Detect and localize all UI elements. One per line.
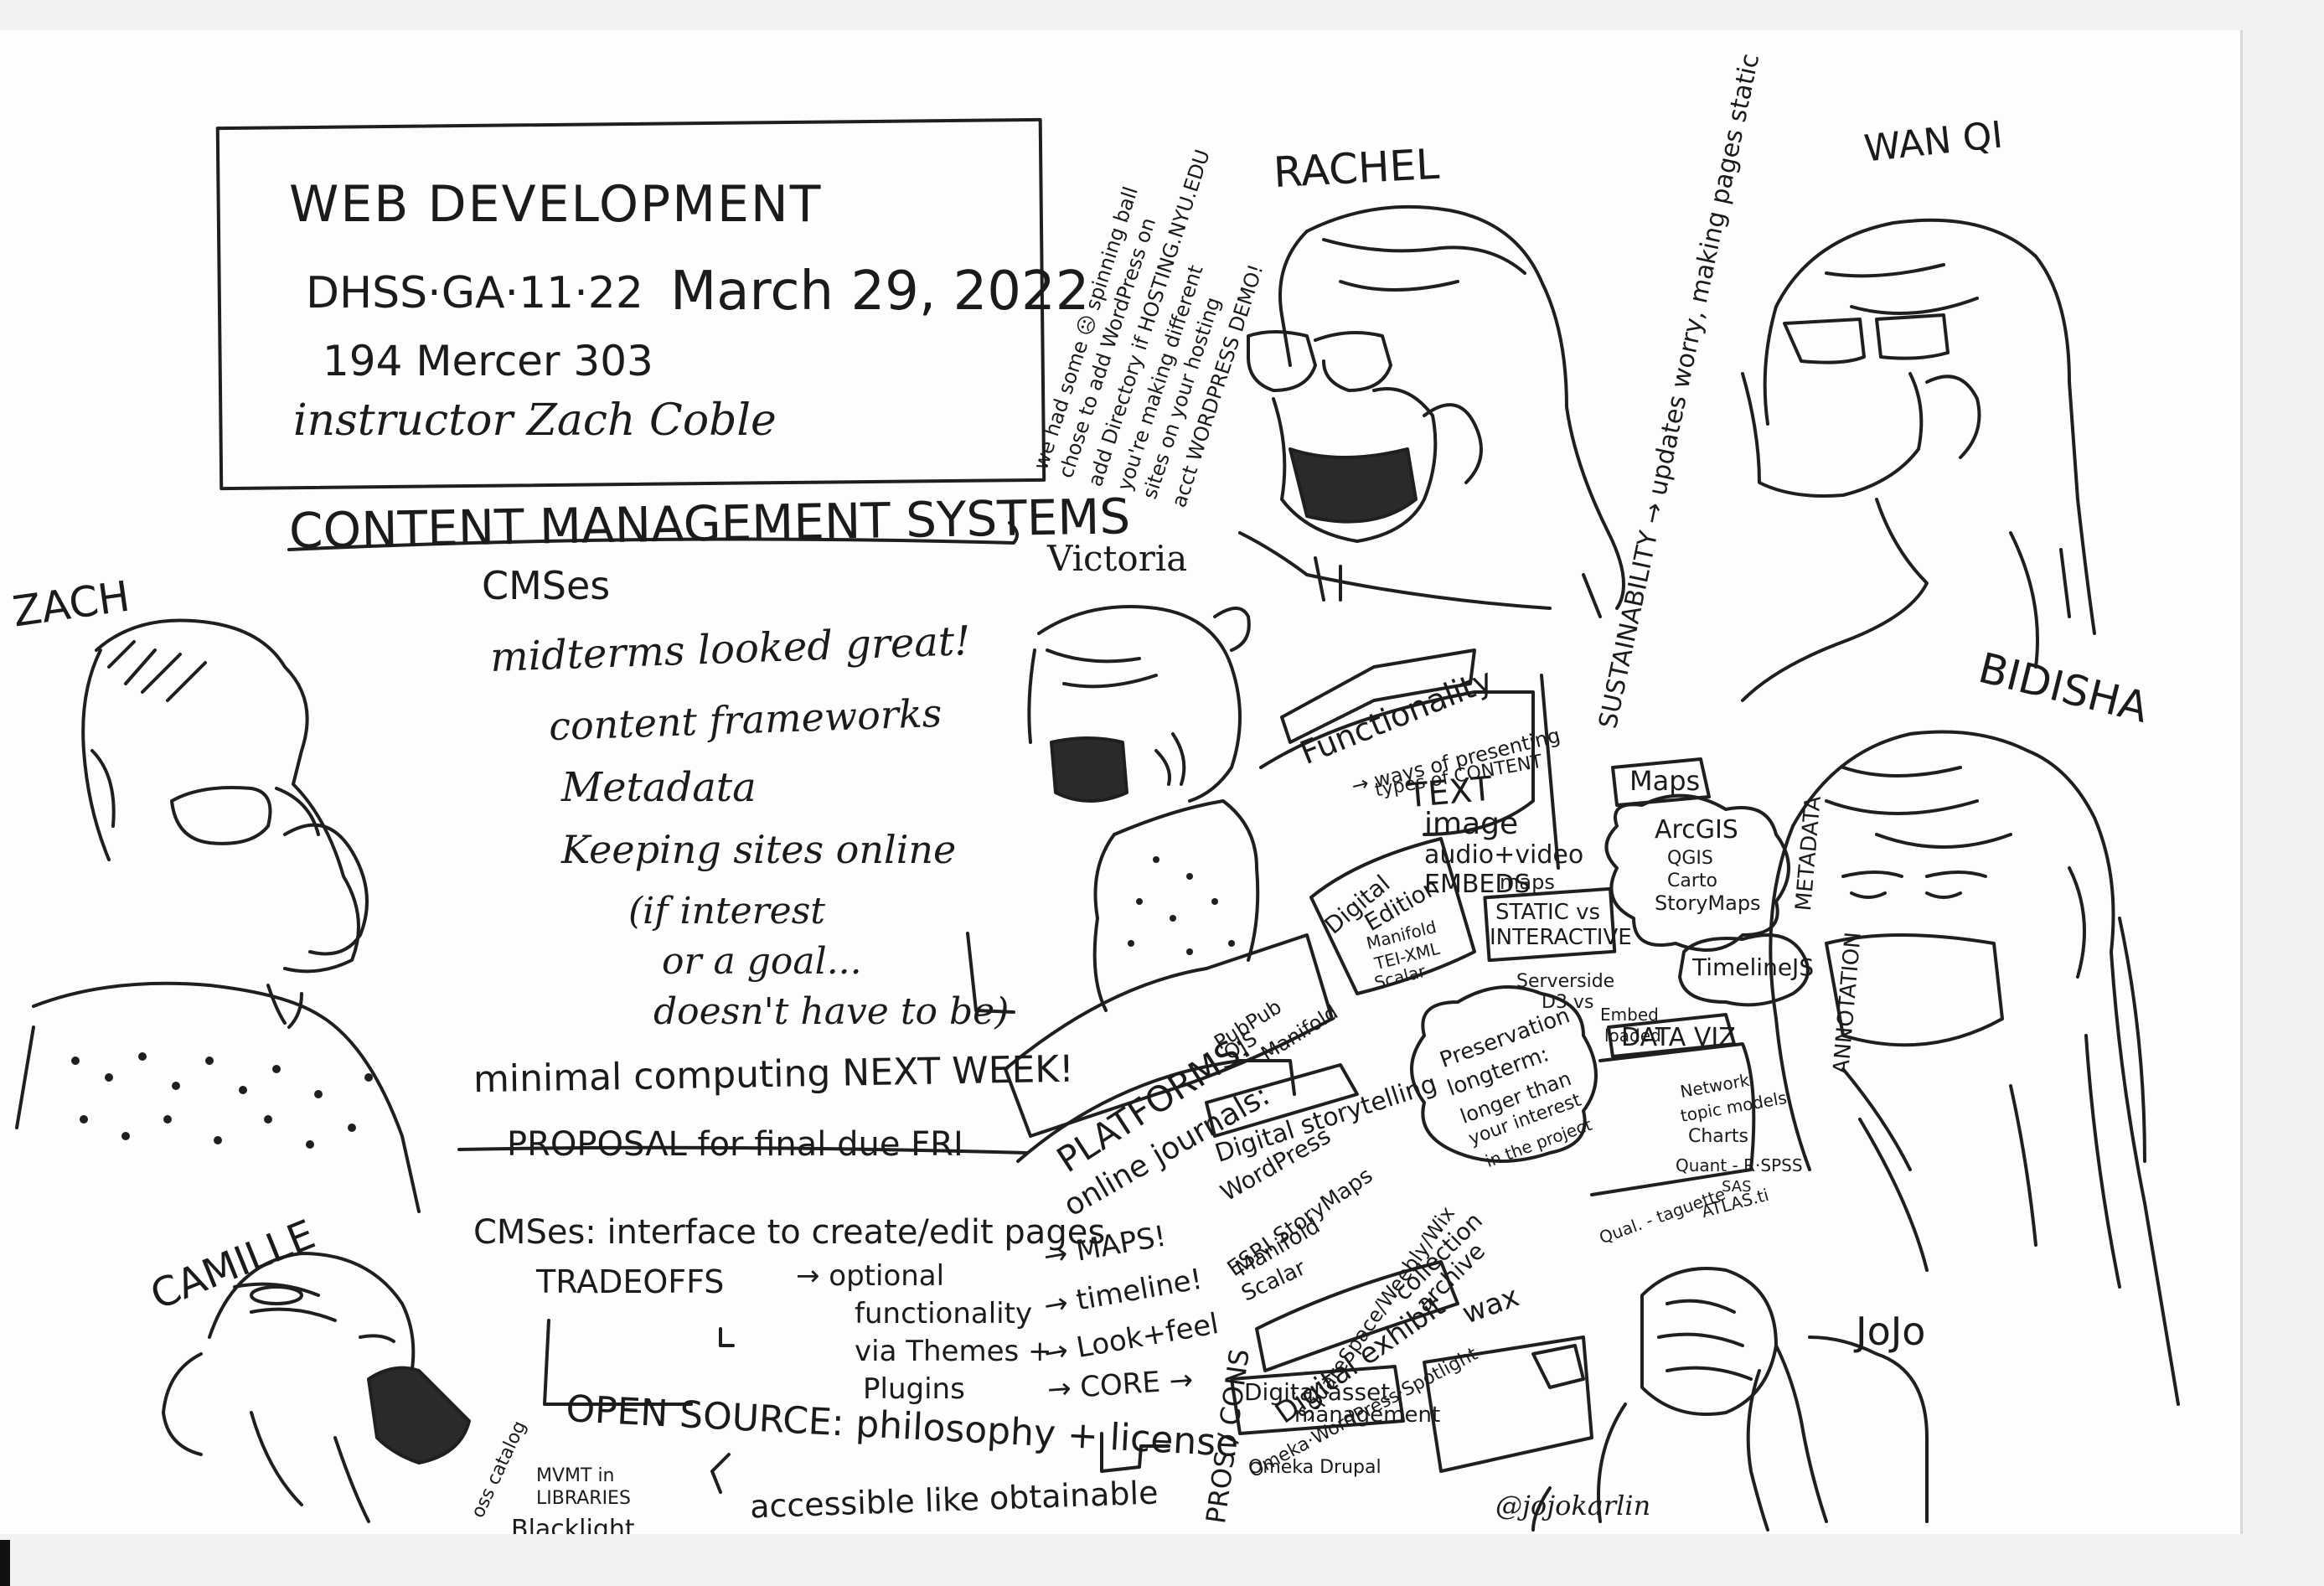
course-code: DHSS·GA·11·22	[306, 268, 643, 318]
name-jojo: JoJo	[1856, 1309, 1926, 1354]
instructor-name: instructor Zach Coble	[293, 395, 777, 446]
type-audio-video: audio+video	[1424, 840, 1584, 870]
functionality-banner	[1280, 648, 1476, 744]
section-title: CONTENT MANAGEMENT SYSTEMS	[288, 488, 1131, 560]
serverside-2: D3 vs	[1542, 992, 1594, 1013]
serverside-3: Embed	[1600, 1005, 1659, 1025]
zach-sketch	[15, 618, 421, 1213]
jojo-sketch	[1423, 1267, 1929, 1532]
functionality-frame	[1259, 690, 1535, 836]
victoria-sketch	[1027, 605, 1260, 1012]
dataviz-charts: Charts	[1688, 1126, 1748, 1147]
static-label: STATIC vs	[1495, 900, 1601, 925]
note-keeping-sites: Keeping sites online	[561, 827, 957, 872]
lecture-date: March 29, 2022	[670, 261, 1090, 323]
sustainability-line	[1540, 674, 1560, 870]
interactive-label: INTERACTIVE	[1490, 925, 1632, 950]
note-if-interest: (if interest	[628, 890, 825, 932]
maps-carto: Carto	[1667, 870, 1717, 891]
maps-cloud	[1604, 793, 1790, 952]
camille-sketch	[162, 1252, 471, 1523]
maps-tab	[1611, 757, 1711, 807]
room-location: 194 Mercer 303	[323, 337, 653, 385]
divider-line	[457, 1145, 1028, 1155]
scan-margin	[0, 1534, 2324, 1586]
header-box	[215, 117, 1046, 491]
scan-edge-mark	[0, 1540, 10, 1586]
sketch-drawing	[15, 117, 2180, 1532]
maps-storymaps: StoryMaps	[1655, 891, 1761, 915]
dataviz-quant: Quant - R·SPSS	[1676, 1155, 1803, 1175]
dataviz-title: DATA VIZ	[1621, 1023, 1736, 1052]
open-source-arrow	[1100, 1432, 1170, 1473]
note-minimal-computing: minimal computing NEXT WEEK!	[473, 1047, 1075, 1102]
artist-signature: @jojokarlin	[1495, 1490, 1651, 1521]
bracket-line	[966, 932, 1015, 1014]
dataviz-sas: SAS	[1722, 1178, 1752, 1196]
note-doesnt-have: doesn't have to be)	[653, 990, 1010, 1033]
cms-underline	[287, 521, 1019, 551]
rachel-sketch	[1238, 204, 1625, 618]
platforms-banner	[1004, 933, 1334, 1138]
serverside-4: loaded	[1604, 1025, 1661, 1046]
note-optional-4: Plugins	[863, 1372, 965, 1406]
platforms-frame	[1016, 1059, 1296, 1163]
sketch-paper: WEB DEVELOPMENT DHSS·GA·11·22 March 29, …	[0, 30, 2243, 1542]
static-box	[1483, 886, 1617, 963]
note-metadata: Metadata	[561, 764, 757, 811]
type-image: image	[1424, 807, 1519, 841]
bidisha-sketch	[1769, 730, 2180, 1406]
oss-mvmt-2: LIBRARIES	[536, 1488, 631, 1509]
exhibit-banner	[1255, 1260, 1459, 1372]
asset-tools: Omeka Drupal	[1248, 1457, 1381, 1478]
open-source-box	[543, 1319, 735, 1406]
name-victoria: Victoria	[1047, 538, 1188, 579]
timeline-cloud	[1678, 933, 1810, 1007]
page-title: WEB DEVELOPMENT	[289, 175, 823, 234]
type-embeds: EMBEDS	[1424, 870, 1531, 899]
name-rachel: RACHEL	[1272, 139, 1441, 198]
maps-qgis: QGIS	[1667, 848, 1713, 869]
note-optional-2: functionality	[855, 1297, 1033, 1330]
storytelling-box	[1205, 1063, 1359, 1138]
asset-title-1: Digital asset	[1244, 1378, 1391, 1406]
note-interface: CMSes: interface to create/edit pages	[473, 1213, 1106, 1252]
note-optional-1: → optional	[796, 1259, 945, 1293]
maps-arcgis: ArcGIS	[1655, 815, 1738, 845]
note-optional-3: via Themes +	[855, 1335, 1052, 1368]
maps-title: Maps	[1629, 765, 1701, 797]
note-tradeoffs: TRADEOFFS	[536, 1263, 725, 1300]
cmses-label: CMSes	[482, 563, 611, 608]
accessible-bracket	[710, 1453, 731, 1494]
digital-edition-box	[1309, 837, 1476, 995]
asset-box	[1230, 1365, 1405, 1435]
dataviz-frame	[1590, 1042, 1756, 1196]
oss-mvmt-1: MVMT in	[536, 1465, 615, 1486]
timeline-label: TimelineJS	[1692, 953, 1815, 981]
note-proposal: PROPOSAL for final due FRI	[507, 1125, 963, 1164]
preservation-bubble	[1410, 985, 1598, 1163]
serverside-1: Serverside	[1516, 971, 1615, 992]
wanqi-sketch	[1741, 218, 2096, 702]
asset-title-2: management	[1294, 1403, 1441, 1428]
note-or-goal: or a goal...	[662, 940, 862, 983]
type-maps: maps	[1500, 870, 1555, 894]
